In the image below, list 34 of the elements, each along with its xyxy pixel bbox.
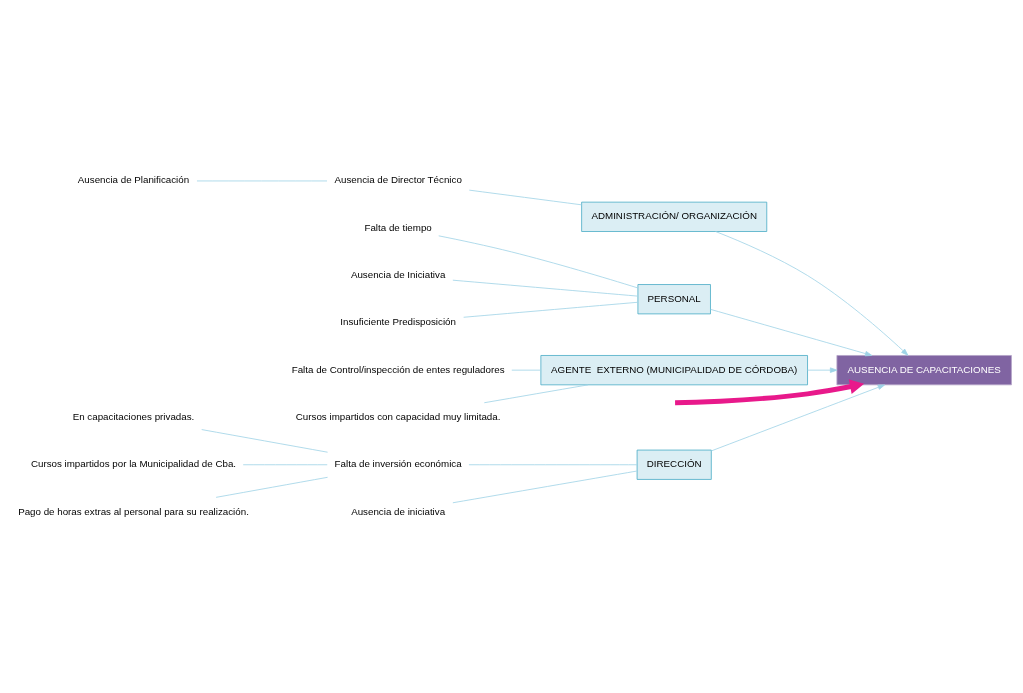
node-text: Ausencia de Iniciativa <box>350 269 446 281</box>
connector <box>468 189 582 206</box>
node-text: Ausencia de iniciativa <box>351 505 446 517</box>
arrow <box>711 384 886 452</box>
arrow <box>807 367 838 373</box>
connector <box>196 180 328 182</box>
node-text: Cursos impartidos por la Municipalidad de Cba. <box>30 458 237 470</box>
connector <box>215 476 328 498</box>
node-box: AUSENCIA DE CAPACITACIONES <box>836 355 1012 386</box>
arrow <box>715 231 909 356</box>
connector <box>511 369 542 371</box>
node-box: ADMINISTRACIÓN/ ORGANIZACIÓN <box>581 201 768 232</box>
node-text: Falta de inversión económica <box>334 458 462 470</box>
node-text: Ausencia de Planificación <box>77 174 190 186</box>
connector <box>201 429 328 453</box>
arrow <box>710 308 873 357</box>
connector <box>483 384 589 404</box>
node-text: Ausencia de Director Técnico <box>334 174 462 186</box>
node-box: AGENTE EXTERNO (MUNICIPALIDAD DE CÓRDOBA) <box>540 355 808 386</box>
node-text: Pago de horas extras al personal para su realización. <box>18 505 249 517</box>
connector <box>438 235 638 289</box>
node-box: DIRECCIÓN <box>636 449 712 480</box>
node-text: Falta de tiempo <box>364 221 432 233</box>
arrow <box>675 379 865 406</box>
connector <box>463 301 639 318</box>
connector <box>452 279 638 297</box>
node-text: Insuficiente Predisposición <box>340 316 456 328</box>
node-text: Cursos impartidos con capacidad muy limitada. <box>295 410 501 422</box>
connector <box>468 464 638 466</box>
node-text: En capacitaciones privadas. <box>72 410 195 422</box>
node-box: PERSONAL <box>637 284 711 315</box>
node-text: Falta de Control/inspección de entes reguladores <box>291 363 505 375</box>
connector <box>242 464 328 466</box>
connector <box>452 470 638 504</box>
